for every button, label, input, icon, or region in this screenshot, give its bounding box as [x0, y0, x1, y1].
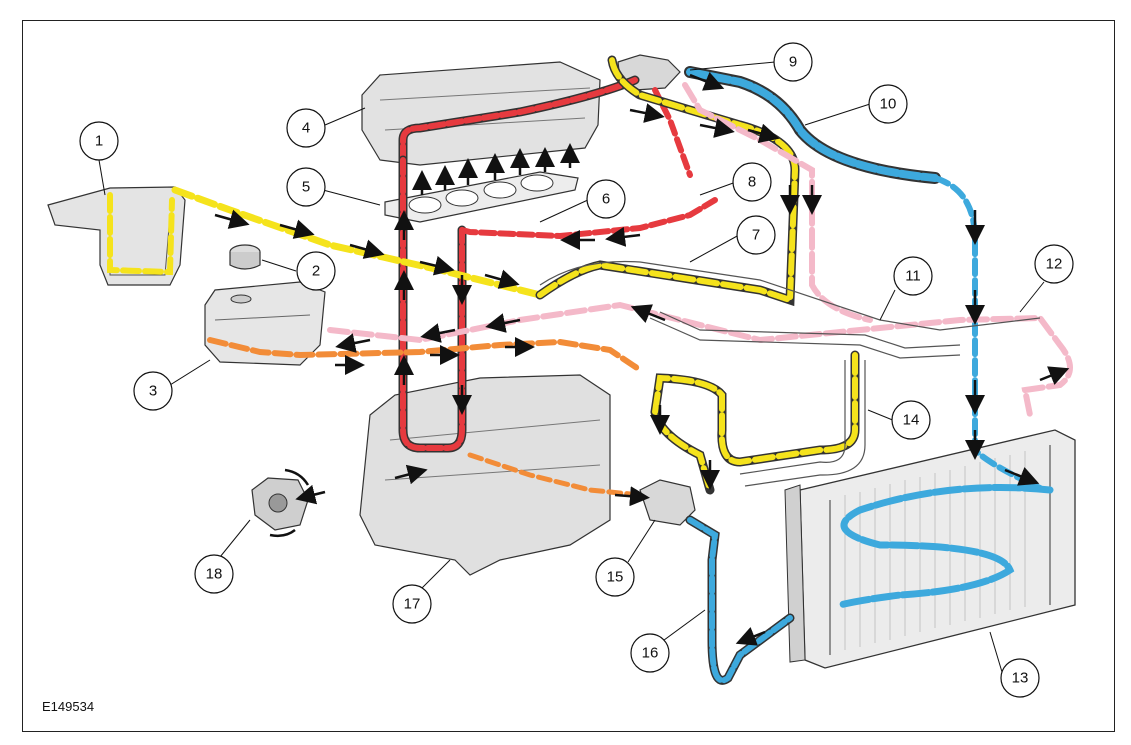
- head-gasket: [384, 171, 579, 223]
- cylinder-block: [359, 374, 611, 576]
- callout-17: 17: [392, 584, 432, 624]
- callout-6: 6: [586, 179, 626, 219]
- leader-lines: [98, 61, 1045, 683]
- callout-8: 8: [732, 162, 772, 202]
- svg-text:13: 13: [1012, 670, 1029, 687]
- pump-rotation-arrows: [269, 468, 310, 538]
- svg-text:11: 11: [905, 268, 921, 285]
- callout-5: 5: [286, 167, 326, 207]
- callout-16: 16: [630, 633, 670, 673]
- figure-id: E149534: [42, 699, 95, 714]
- svg-text:16: 16: [642, 645, 659, 662]
- water-pump: [251, 477, 309, 531]
- svg-text:3: 3: [149, 383, 157, 400]
- svg-text:5: 5: [302, 179, 310, 196]
- svg-text:2: 2: [312, 263, 320, 280]
- callout-12: 12: [1034, 244, 1074, 284]
- cold-coolant-hoses: [684, 66, 1054, 685]
- thermostat-housing: [639, 479, 696, 526]
- svg-text:18: 18: [206, 566, 223, 583]
- svg-text:17: 17: [404, 596, 421, 613]
- svg-text:7: 7: [752, 227, 760, 244]
- svg-text:14: 14: [903, 412, 920, 429]
- callout-2: 2: [296, 251, 336, 291]
- diagram-frame: [22, 20, 1115, 732]
- callout-15: 15: [595, 557, 635, 597]
- svg-text:6: 6: [602, 191, 610, 208]
- svg-text:4: 4: [302, 120, 310, 137]
- callout-3: 3: [133, 371, 173, 411]
- callout-18: 18: [194, 554, 234, 594]
- callout-14: 14: [891, 400, 931, 440]
- flow-arrows: [214, 72, 1070, 646]
- cylinder-head: [361, 61, 601, 166]
- callout-11: 11: [893, 256, 933, 296]
- svg-text:10: 10: [880, 96, 897, 113]
- pressure-cap: [229, 244, 261, 270]
- callout-4: 4: [286, 108, 326, 148]
- callout-9: 9: [773, 42, 813, 82]
- svg-text:1: 1: [95, 133, 103, 150]
- callout-1: 1: [79, 121, 119, 161]
- callout-13: 13: [1000, 658, 1040, 698]
- heater-pipes: [539, 260, 1041, 487]
- svg-text:9: 9: [789, 54, 797, 71]
- svg-text:12: 12: [1046, 256, 1063, 273]
- svg-text:15: 15: [607, 569, 624, 586]
- callout-10: 10: [868, 84, 908, 124]
- expansion-feed-hoses: [207, 337, 643, 498]
- callout-7: 7: [736, 215, 776, 255]
- svg-text:8: 8: [748, 174, 756, 191]
- hot-coolant-hoses: [398, 75, 718, 453]
